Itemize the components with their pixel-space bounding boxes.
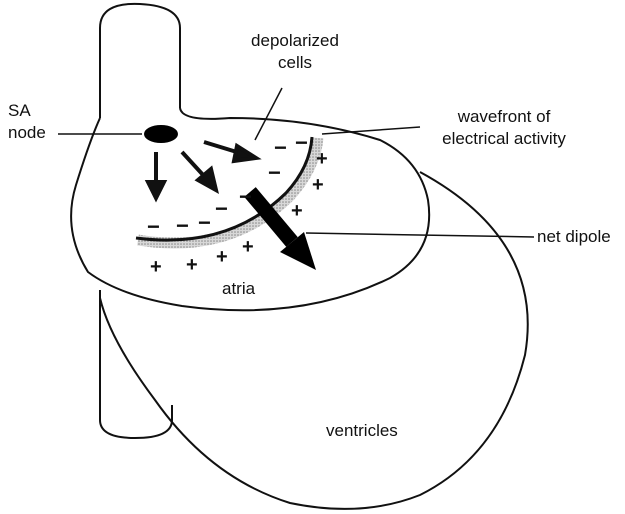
sa-node-label: SA node [8,100,46,144]
wavefront-label-line1: wavefront of [457,107,551,126]
depolarized-cells-label: depolarized cells [240,30,350,74]
sa-node-label-line2: node [8,123,46,142]
negative-charge: − [198,210,211,235]
wavefront-line [135,136,314,242]
net-dipole-leader [305,232,535,238]
depolarized-label-line1: depolarized [251,31,339,50]
net-dipole-arrow [244,187,316,270]
atria-outline [70,107,431,312]
lower-vessel [99,290,173,440]
sa-node [144,125,178,143]
arrow-down-head [144,180,168,203]
depolarized-leader [254,87,283,141]
negative-charge: − [147,214,160,239]
positive-charge: + [312,174,324,196]
positive-charge: + [291,200,303,222]
positive-charge: + [186,254,198,276]
wavefront-label-line2: electrical activity [442,129,566,148]
negative-charge: − [295,130,308,155]
arrow-right-head [231,142,262,164]
depolarized-label-line2: cells [277,53,312,72]
wavefront-label: wavefront of electrical activity [424,106,584,150]
arrow-diagonal-head [194,165,219,194]
positive-charge: + [242,236,254,258]
atria-label: atria [222,279,256,298]
ventricles-label: ventricles [326,421,398,440]
negative-charge: − [268,160,281,185]
ventricles-outline [99,171,529,510]
conduction-arrows [144,140,262,203]
negative-charge: − [239,184,252,209]
negative-charge: − [215,196,228,221]
positive-charge: + [150,256,162,278]
positive-charge: + [316,148,328,170]
wavefront-leader [321,126,421,135]
sa-node-label-line1: SA [8,101,31,120]
positive-charges: + + + + + + + [150,148,328,278]
upper-vessel [99,2,181,118]
negative-charge: − [176,213,189,238]
wavefront-band [137,137,324,249]
net-dipole-label: net dipole [537,227,611,246]
positive-charge: + [216,246,228,268]
arrow-diagonal [180,150,206,178]
negative-charge: − [274,135,287,160]
negative-charges: − − − − − − − − [147,130,308,239]
